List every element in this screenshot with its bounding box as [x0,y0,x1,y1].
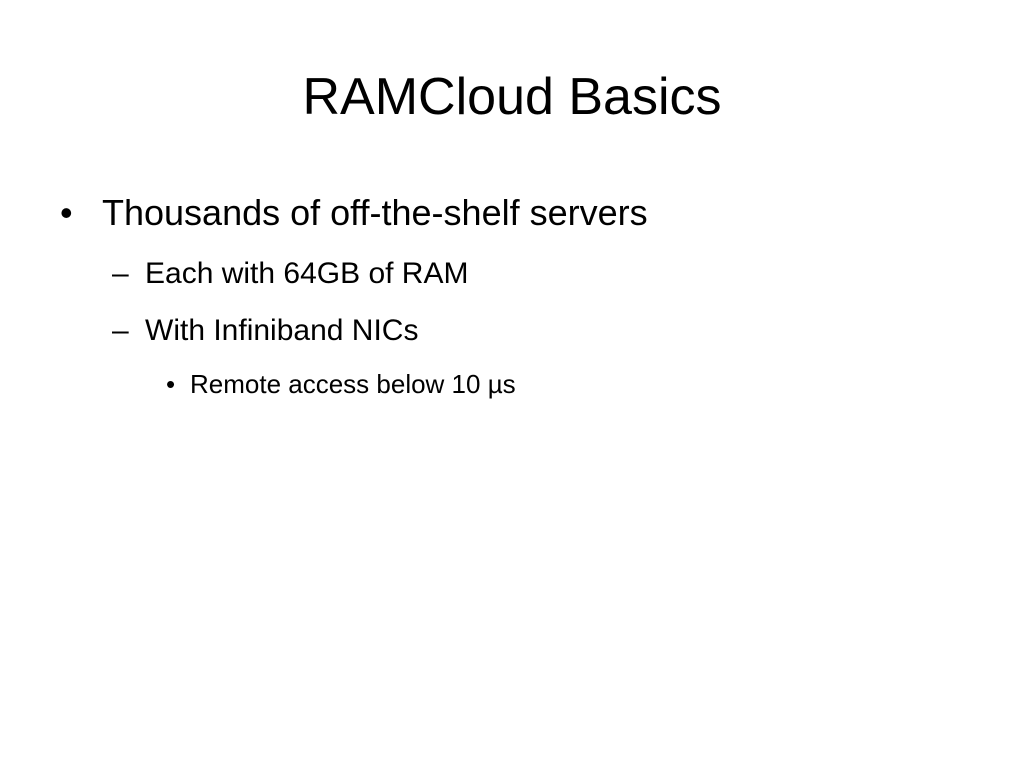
dash-marker: – [112,314,129,347]
bullet-item-level1: • Thousands of off-the-shelf servers [58,187,648,239]
bullet-item-level2: –Each with 64GB of RAM [112,253,468,295]
bullet-text: Remote access below 10 µs [190,369,516,399]
slide-title: RAMCloud Basics [302,68,722,126]
bullet-text: Thousands of off-the-shelf servers [102,192,648,233]
bullet-item-level2: –With Infiniband NICs [112,310,418,352]
bullet-text: With Infiniband NICs [145,314,419,347]
bullet-marker: • [60,192,73,233]
bullet-marker: • [166,369,176,399]
dash-marker: – [112,257,129,290]
bullet-item-level3: • Remote access below 10 µs [166,365,516,403]
bullet-text: Each with 64GB of RAM [145,257,469,290]
